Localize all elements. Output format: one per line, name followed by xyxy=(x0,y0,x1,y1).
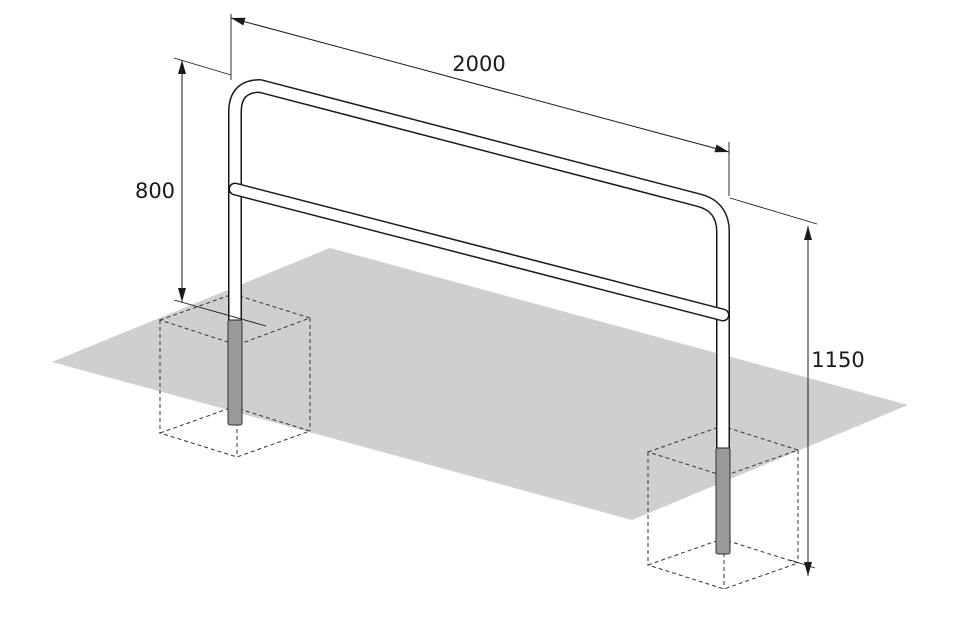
ground-plane xyxy=(52,248,908,520)
dimension-height-label: 800 xyxy=(135,179,175,203)
dimension-height: 800 xyxy=(135,57,267,327)
dimension-total-height-label: 1150 xyxy=(811,348,864,372)
dimension-length: 2000 xyxy=(230,14,730,196)
left-post-embedded xyxy=(227,319,243,426)
right-post-embedded xyxy=(715,447,731,555)
dimension-total-height: 1150 xyxy=(729,197,865,576)
dimension-length-label: 2000 xyxy=(452,52,505,76)
